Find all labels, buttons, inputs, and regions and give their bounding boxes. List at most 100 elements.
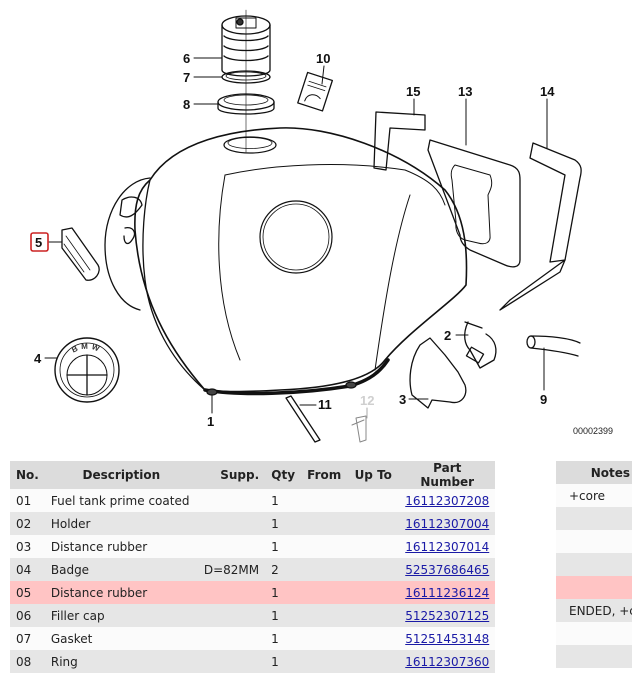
cell-from (301, 627, 348, 650)
callout-3[interactable]: 3 (399, 392, 406, 407)
cell-no: 06 (10, 604, 45, 627)
cell-from (301, 650, 348, 673)
callout-10[interactable]: 10 (316, 51, 330, 66)
header-no: No. (10, 461, 45, 489)
cell-supp (197, 604, 266, 627)
part-number-link[interactable]: 16112307208 (405, 493, 490, 508)
callout-9[interactable]: 9 (540, 392, 547, 407)
cell-qty: 1 (265, 604, 302, 627)
cell-from (301, 581, 348, 604)
header-part-number: Part Number (399, 461, 496, 489)
notes-row (556, 507, 632, 530)
callout-5[interactable]: 5 (35, 235, 42, 250)
rod-part (285, 395, 321, 443)
part-number-link[interactable]: 16112307014 (405, 539, 490, 554)
cell-from (301, 604, 348, 627)
callout-1[interactable]: 1 (207, 414, 214, 429)
notes-row: ENDED, +c (556, 599, 632, 622)
cell-description: Ring (44, 650, 198, 673)
cell-no: 01 (10, 489, 45, 512)
header-qty: Qty (265, 461, 302, 489)
notes-row: +core (556, 484, 632, 507)
cell-description: Gasket (44, 627, 198, 650)
cell-part-number: 52537686465 (399, 558, 496, 581)
cell-description: Holder (44, 512, 198, 535)
callout-13[interactable]: 13 (458, 84, 472, 99)
part-number-link[interactable]: 16111236124 (405, 585, 490, 600)
cell-qty: 1 (265, 650, 302, 673)
header-notes: Notes (556, 461, 632, 484)
parts-diagram: BMW 1 2 3 4 5 6 7 8 9 10 11 12 13 14 15 … (30, 9, 613, 443)
connector-part (351, 415, 367, 443)
cell-supp: D=82MM (197, 558, 266, 581)
cell-qty: 1 (265, 489, 302, 512)
cell-notes (556, 645, 632, 668)
cell-notes (556, 576, 632, 599)
part-number-link[interactable]: 52537686465 (405, 562, 490, 577)
fuel-tank-part (104, 127, 468, 396)
cell-up-to (347, 581, 400, 604)
cell-no: 08 (10, 650, 45, 673)
header-up-to: Up To (347, 461, 400, 489)
callout-12[interactable]: 12 (360, 393, 374, 408)
callout-8[interactable]: 8 (183, 97, 190, 112)
cell-qty: 1 (265, 581, 302, 604)
cell-part-number: 51251453148 (399, 627, 496, 650)
cell-supp (197, 535, 266, 558)
notes-row (556, 576, 632, 599)
callout-11[interactable]: 11 (318, 397, 332, 412)
cell-supp (197, 581, 266, 604)
badge-lettering-path: BMW (70, 342, 100, 355)
part-number-link[interactable]: 51251453148 (405, 631, 490, 646)
callout-7[interactable]: 7 (183, 70, 190, 85)
cell-description: Fuel tank prime coated (44, 489, 198, 512)
callout-2[interactable]: 2 (444, 328, 451, 343)
part-number-link[interactable]: 16112307004 (405, 516, 490, 531)
hose-part (526, 335, 581, 357)
cell-no: 03 (10, 535, 45, 558)
diagram-code: 00002399 (573, 426, 613, 436)
cell-from (301, 535, 348, 558)
callout-4[interactable]: 4 (34, 351, 42, 366)
cell-notes (556, 530, 632, 553)
distance-rubber-3-part (409, 337, 467, 409)
notes-row (556, 530, 632, 553)
notes-row (556, 622, 632, 645)
callout-6[interactable]: 6 (183, 51, 190, 66)
header-supp: Supp. (197, 461, 266, 489)
part-number-link[interactable]: 16112307360 (405, 654, 490, 669)
header-description: Description (44, 461, 198, 489)
cell-part-number: 16112307208 (399, 489, 496, 512)
cell-qty: 2 (265, 558, 302, 581)
cell-notes (556, 507, 632, 530)
cell-notes (556, 553, 632, 576)
cell-no: 05 (10, 581, 45, 604)
cell-supp (197, 512, 266, 535)
badge-part (54, 337, 120, 403)
cell-up-to (347, 535, 400, 558)
cell-notes (556, 622, 632, 645)
callout-14[interactable]: 14 (540, 84, 555, 99)
notes-row (556, 645, 632, 668)
cell-supp (197, 627, 266, 650)
callout-15[interactable]: 15 (406, 84, 420, 99)
cell-from (301, 558, 348, 581)
cell-notes: +core (556, 484, 632, 507)
part-number-link[interactable]: 51252307125 (405, 608, 490, 623)
sticker-part (297, 71, 334, 112)
distance-rubber-5-part (61, 227, 100, 281)
cell-no: 04 (10, 558, 45, 581)
cell-notes: ENDED, +c (556, 599, 632, 622)
cell-supp (197, 489, 266, 512)
cell-part-number: 51252307125 (399, 604, 496, 627)
cell-up-to (347, 512, 400, 535)
